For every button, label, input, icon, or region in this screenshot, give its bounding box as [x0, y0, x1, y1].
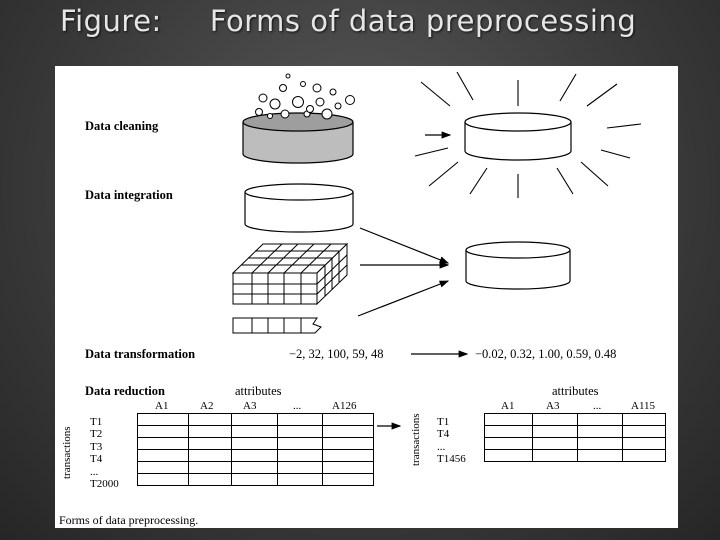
left-row-labels: T1 T2 T3 T4 ... T2000 [90, 416, 119, 490]
left-transactions-label: transactions [61, 426, 73, 479]
left-row-t2000: T2000 [90, 478, 119, 490]
left-col-a126: A126 [332, 400, 356, 412]
left-row-ellipsis: ... [90, 466, 119, 478]
left-col-a2: A2 [200, 400, 213, 412]
left-row-t3: T3 [90, 441, 119, 453]
right-row-ellipsis: ... [437, 441, 466, 453]
right-row-t1456: T1456 [437, 453, 466, 465]
data-cube [233, 244, 347, 304]
data-strip [233, 318, 321, 333]
left-attributes-label: attributes [235, 385, 282, 398]
label-data-reduction: Data reduction [85, 385, 165, 398]
left-col-a1: A1 [155, 400, 168, 412]
right-attributes-label: attributes [552, 385, 599, 398]
integration-arrows [358, 228, 448, 316]
label-data-integration: Data integration [85, 189, 173, 202]
transform-output-values: −0.02, 0.32, 1.00, 0.59, 0.48 [475, 348, 616, 361]
slide-title: Figure: Forms of data preprocessing [60, 0, 636, 42]
left-row-t1: T1 [90, 416, 119, 428]
label-data-transformation: Data transformation [85, 348, 195, 361]
left-col-a3: A3 [243, 400, 256, 412]
right-col-ellipsis: ... [593, 400, 601, 412]
integrated-data-cylinder [466, 242, 570, 289]
left-row-t2: T2 [90, 428, 119, 440]
left-row-t4: T4 [90, 453, 119, 465]
figure-panel: Data cleaning Data integration Data tran… [55, 66, 678, 528]
right-row-t1: T1 [437, 416, 466, 428]
right-col-a1: A1 [501, 400, 514, 412]
figure-caption: Forms of data preprocessing. [59, 514, 198, 526]
dirty-data-cylinder [243, 113, 353, 163]
label-data-cleaning: Data cleaning [85, 120, 158, 133]
title-prefix: Figure: [60, 4, 162, 38]
right-row-labels: T1 T4 ... T1456 [437, 416, 466, 466]
right-col-a3: A3 [546, 400, 559, 412]
left-col-ellipsis: ... [293, 400, 301, 412]
right-row-t4: T4 [437, 428, 466, 440]
right-col-a115: A115 [631, 400, 655, 412]
noise-bubbles [256, 74, 355, 119]
left-data-table [137, 413, 374, 486]
transform-input-values: −2, 32, 100, 59, 48 [289, 348, 384, 361]
title-text: Forms of data preprocessing [210, 4, 636, 38]
right-data-table [484, 413, 666, 462]
clean-data-cylinder [465, 113, 571, 160]
right-transactions-label: transactions [410, 413, 422, 466]
integration-source-cylinder [245, 184, 353, 232]
